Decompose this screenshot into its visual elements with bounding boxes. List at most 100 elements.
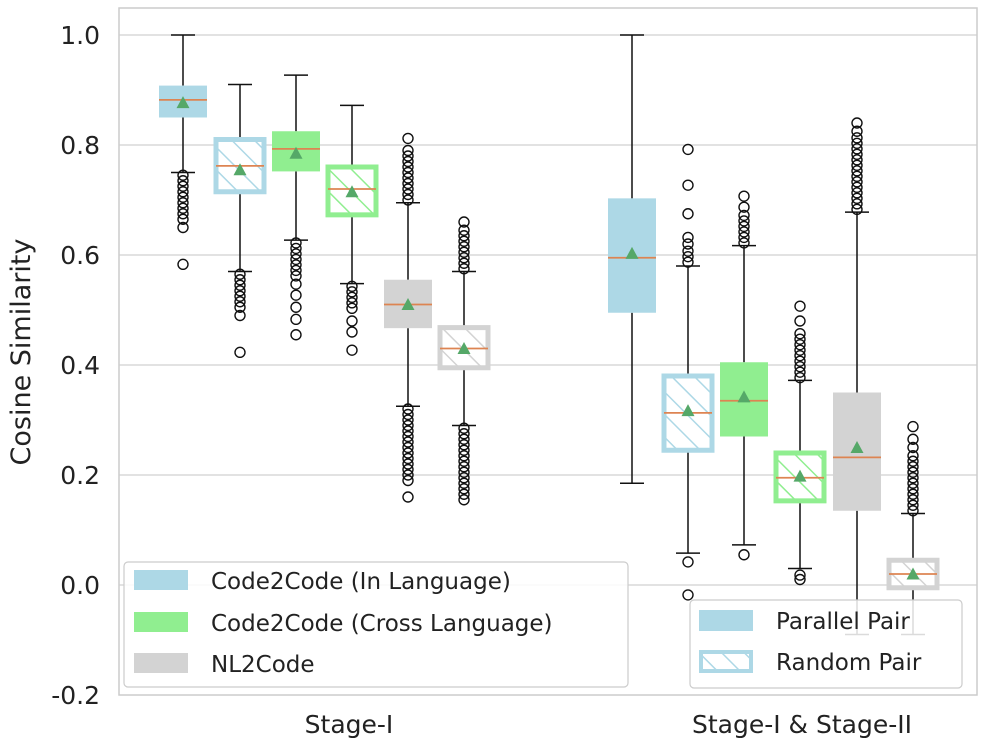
outlier-point (346, 344, 358, 356)
outlier-point (290, 289, 302, 301)
outlier-point (290, 313, 302, 326)
y-tick-label: 1.0 (60, 21, 100, 50)
outlier-point (458, 235, 470, 247)
outlier-point (907, 420, 919, 433)
outlier-point (234, 301, 246, 313)
outlier-point (290, 278, 302, 290)
outlier-point (177, 186, 189, 198)
outlier-point (177, 202, 189, 214)
outlier-point (682, 143, 694, 156)
outlier-point (794, 300, 806, 312)
y-tick-label: 0.8 (60, 131, 100, 160)
outlier-point (794, 338, 806, 351)
outlier-point (907, 433, 919, 445)
outlier-point (177, 208, 189, 220)
mean-marker (906, 567, 920, 580)
outlier-point (290, 264, 302, 277)
outlier-point (794, 327, 806, 340)
box-8 (661, 143, 715, 601)
legend-label-parallel-pair: Parallel Pair (776, 609, 910, 635)
outlier-point (851, 137, 863, 150)
outlier-point (402, 161, 414, 173)
outlier-point (458, 257, 470, 269)
outlier-point (346, 315, 358, 327)
outlier-point (794, 569, 806, 581)
outlier-point (851, 176, 863, 188)
outlier-point (402, 425, 414, 437)
outlier-point (402, 408, 414, 421)
outlier-point (851, 159, 863, 172)
box-7 (608, 34, 656, 484)
y-tick-label: 0.2 (60, 461, 100, 490)
outlier-point (794, 573, 806, 586)
outlier-point (458, 422, 470, 434)
legend-swatch-nl2code (134, 653, 188, 673)
outlier-point (458, 488, 470, 500)
outlier-point (402, 414, 414, 426)
outlier-point (458, 450, 470, 462)
mean-marker (457, 342, 471, 354)
outlier-point (851, 125, 863, 137)
outlier-point (458, 241, 470, 253)
mean-marker (176, 96, 190, 109)
outlier-point (402, 166, 414, 179)
y-tick-label: -0.2 (51, 681, 100, 710)
outlier-point (794, 315, 806, 327)
outlier-point (402, 463, 414, 476)
box-4 (325, 104, 379, 356)
outlier-point (177, 221, 189, 234)
outlier-point (794, 349, 806, 362)
outlier-point (907, 483, 919, 495)
outlier-point (290, 259, 302, 271)
legend-categories: Code2Code (In Language) Code2Code (Cross… (123, 561, 629, 688)
outlier-point (458, 444, 470, 456)
mean-marker (401, 298, 415, 310)
outlier-point (458, 455, 470, 467)
mean-marker (289, 146, 303, 159)
outlier-point (346, 302, 358, 315)
box-6 (437, 216, 491, 506)
outlier-point (738, 231, 750, 244)
outlier-point (682, 238, 694, 250)
plot-area (159, 34, 940, 636)
box-12 (886, 420, 940, 636)
outlier-point (851, 181, 863, 194)
legend-categories-frame (123, 561, 629, 688)
outlier-point (458, 494, 470, 506)
outlier-point (851, 148, 863, 161)
outlier-point (234, 309, 246, 322)
outlier-point (738, 549, 750, 561)
outlier-point (402, 441, 414, 454)
box-5 (384, 132, 432, 503)
outlier-point (851, 132, 863, 144)
outlier-point (402, 150, 414, 162)
outlier-point (234, 296, 246, 308)
outlier-point (177, 197, 189, 209)
outlier-point (907, 450, 919, 462)
outlier-point (458, 466, 470, 478)
outlier-point (458, 224, 470, 236)
outlier-point (458, 477, 470, 489)
outlier-point (738, 201, 750, 213)
outlier-point (794, 360, 806, 373)
outlier-point (234, 274, 246, 286)
outlier-point (290, 242, 302, 255)
mean-marker (345, 185, 359, 198)
outlier-point (907, 499, 919, 511)
outlier-point (907, 488, 919, 500)
outlier-point (907, 494, 919, 506)
outlier-point (458, 472, 470, 484)
outlier-point (290, 248, 302, 260)
y-tick-label: 0.0 (60, 571, 100, 600)
outlier-point (402, 458, 414, 470)
outlier-point (738, 190, 750, 202)
outlier-point (234, 279, 246, 291)
outlier-point (458, 252, 470, 264)
outlier-point (851, 187, 863, 199)
outlier-point (907, 441, 919, 454)
box-2 (213, 83, 267, 359)
outlier-point (458, 263, 470, 275)
outlier-point (794, 355, 806, 367)
outlier-point (177, 175, 189, 187)
outlier-point (346, 280, 358, 293)
